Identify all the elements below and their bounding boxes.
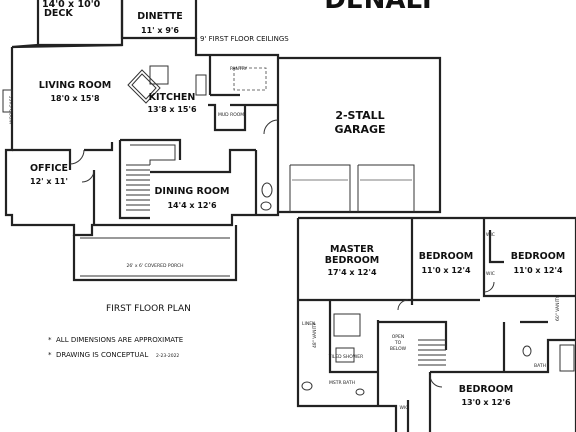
dinette-label: DINETTE (137, 11, 183, 22)
office-label: OFFICE (30, 163, 68, 174)
pantry-label: PANTRY (230, 66, 247, 72)
kitchen-island (127, 69, 161, 104)
dinette-dims: 11' x 9'6 (141, 26, 179, 35)
wic-a-label: WIC (486, 232, 495, 238)
stair-landing (130, 144, 176, 165)
bedroom-2-dims: 11'0 x 12'4 (513, 266, 562, 275)
wood-case-label: WOOD CASE (9, 95, 15, 124)
office-door (69, 149, 85, 165)
wic-b-label: WIC (486, 271, 495, 277)
open-label-2: TO (394, 340, 402, 346)
deck-label: DECK (44, 8, 73, 19)
refrigerator (195, 74, 207, 96)
bedroom-3-label: BEDROOM (459, 384, 514, 395)
fireplace (2, 89, 13, 113)
upper-door-swings (397, 281, 495, 388)
vanity-2-label: 60" VANITY (555, 295, 561, 321)
garage-label-1: 2-STALL (335, 109, 384, 122)
upper-stair (418, 339, 446, 366)
mstr-bath-label: MSTR BATH (329, 380, 355, 386)
deck-edge (11, 43, 123, 49)
master-bath-walls (328, 300, 380, 406)
bath-label: BATH (534, 363, 546, 369)
note-2-date: 2-23-2022 (156, 353, 179, 359)
mud-room-label: MUD ROOM (218, 112, 244, 118)
office-door-2 (81, 169, 95, 183)
garage-label-2: GARAGE (334, 123, 385, 136)
vanity-label: 48" VANITY (312, 322, 318, 348)
dinette-walls (120, 0, 198, 40)
office-dims: 12' x 11' (30, 177, 68, 186)
kitchen-sink (149, 65, 169, 85)
master-dims: 17'4 x 12'4 (327, 268, 376, 277)
master-toilet (301, 381, 313, 391)
first-floor-plan: 14'0 x 10'0 DECK DINETTE 11' x 9'6 9' FI… (2, 0, 442, 314)
drawing-notes: * ALL DIMENSIONS ARE APPROXIMATE * DRAWI… (48, 336, 183, 359)
open-to-below-rail (378, 320, 448, 350)
kitchen-label: KITCHEN (149, 92, 196, 103)
master-tub (335, 347, 355, 363)
second-floor-exterior (296, 216, 576, 432)
linen-label: LINEN (302, 321, 315, 327)
open-label-3: BELOW (390, 346, 407, 352)
stair-walls (118, 138, 182, 220)
pantry-shelves (233, 67, 267, 91)
half-bath-toilet (260, 201, 272, 211)
bedroom-2-label: BEDROOM (511, 251, 566, 262)
garage-doors (289, 164, 415, 212)
dining-room-label: DINING ROOM (155, 186, 230, 197)
note-2: DRAWING IS CONCEPTUAL (56, 351, 148, 359)
garage-outline (278, 56, 442, 214)
plan-title: DENALI (324, 0, 431, 15)
master-label-2: BEDROOM (325, 255, 380, 266)
living-room-dims: 18'0 x 15'8 (50, 94, 99, 103)
covered-porch-outline (72, 225, 238, 282)
bedroom-3-dims: 13'0 x 12'6 (461, 398, 510, 407)
first-floor-plan-label: FIRST FLOOR PLAN (106, 304, 191, 314)
tiled-shower (333, 313, 361, 337)
wic-label: WIC (400, 405, 409, 411)
main-stair (126, 164, 150, 211)
master-label-1: MASTER (330, 244, 375, 255)
mud-room-walls (208, 103, 278, 132)
note-bullet-1: * (48, 336, 52, 344)
bedroom-3-walls (428, 338, 576, 432)
bath-tub (559, 344, 575, 372)
open-label-1: OPEN (392, 334, 404, 340)
dining-room-dims: 14'4 x 12'6 (167, 201, 216, 210)
tiled-shower-label: TILED SHOWER (328, 354, 364, 360)
office-north-wall (12, 142, 114, 170)
garage-entry-door (263, 119, 279, 135)
porch-label: 26' x 6' COVERED PORCH (126, 263, 183, 269)
bath-walls (502, 320, 548, 372)
kitchen-dims: 13'8 x 15'6 (147, 105, 196, 114)
first-floor-exterior-east (194, 38, 280, 212)
pantry-walls (208, 55, 240, 97)
first-floor-exterior-west-south (4, 47, 280, 237)
master-sink (355, 388, 365, 396)
note-bullet-2: * (48, 351, 52, 359)
bedroom-south-walls (412, 294, 576, 302)
porch-rails (80, 237, 230, 277)
bedroom-1-label: BEDROOM (419, 251, 474, 262)
bath-toilet (522, 345, 532, 357)
second-floor-plan: MASTER BEDROOM 17'4 x 12'4 BEDROOM 11'0 … (296, 216, 576, 432)
living-room-label: LIVING ROOM (39, 80, 111, 91)
note-1: ALL DIMENSIONS ARE APPROXIMATE (56, 336, 183, 344)
deck-dims: 14'0 x 10'0 (42, 0, 101, 10)
dining-north-wall (150, 148, 256, 174)
half-bath-sink (261, 182, 273, 198)
ceiling-note: 9' FIRST FLOOR CEILINGS (200, 35, 289, 43)
bedroom-1-dims: 11'0 x 12'4 (421, 266, 470, 275)
